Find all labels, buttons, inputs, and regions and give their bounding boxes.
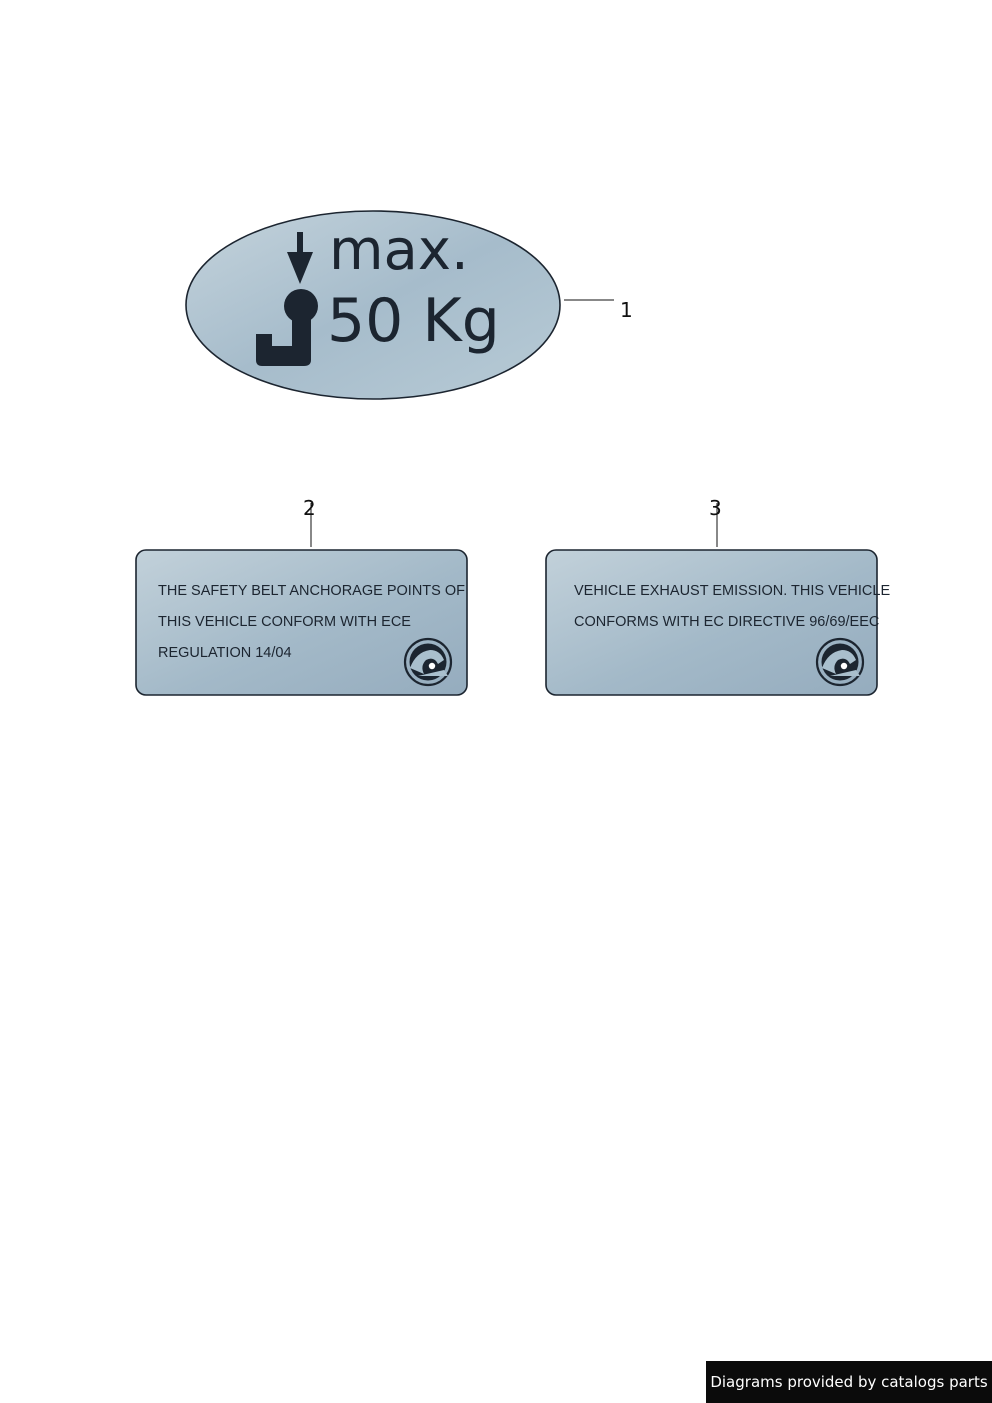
callout-number-1: 1 bbox=[620, 298, 633, 322]
callout-number-3: 3 bbox=[709, 496, 722, 520]
rect-label-body-3 bbox=[545, 549, 878, 696]
part-3-exhaust-emission-label: VEHICLE EXHAUST EMISSION. THIS VEHICLE C… bbox=[545, 496, 890, 696]
label-2-line-3: REGULATION 14/04 bbox=[158, 645, 292, 661]
oval-label-max-text: max. bbox=[329, 218, 469, 283]
rect-label-body-2 bbox=[135, 549, 468, 696]
label-2-line-1: THE SAFETY BELT ANCHORAGE POINTS OF bbox=[158, 583, 465, 599]
down-arrow-icon bbox=[287, 232, 313, 284]
skoda-logo-icon bbox=[403, 637, 453, 687]
part-1-drawbar-load-label: max. 50 Kg 1 bbox=[185, 210, 633, 400]
label-3-line-2: CONFORMS WITH EC DIRECTIVE 96/69/EEC bbox=[574, 614, 879, 630]
oval-label-weight-text: 50 Kg bbox=[327, 286, 500, 356]
label-3-line-1: VEHICLE EXHAUST EMISSION. THIS VEHICLE bbox=[574, 583, 890, 599]
label-2-line-2: THIS VEHICLE CONFORM WITH ECE bbox=[158, 614, 411, 630]
part-2-seat-belt-anchorage-label: THE SAFETY BELT ANCHORAGE POINTS OF THIS… bbox=[135, 496, 468, 696]
callout-number-2: 2 bbox=[303, 496, 316, 520]
footer-credit: Diagrams provided by catalogs parts bbox=[706, 1361, 992, 1403]
tow-hook-icon bbox=[256, 289, 318, 366]
skoda-logo-icon bbox=[815, 637, 865, 687]
